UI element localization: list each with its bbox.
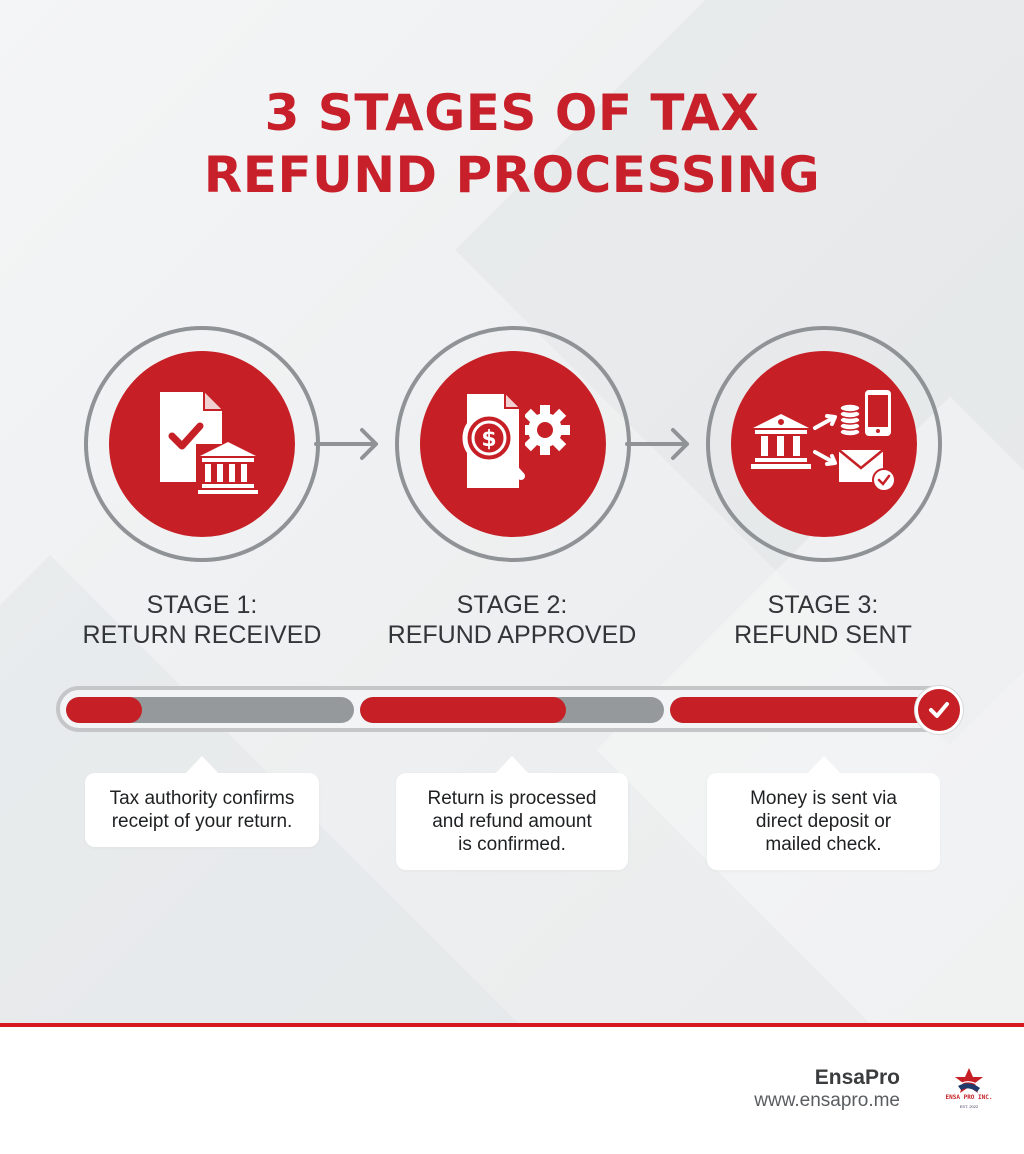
- description-line: direct deposit or: [755, 811, 892, 832]
- infographic-background: 3 STAGES OF TAX REFUND PROCESSING: [0, 0, 1024, 1024]
- arrow-right-icon: [314, 428, 378, 460]
- title-line-1: 3 STAGES OF TAX: [264, 84, 760, 142]
- brand-name: EnsaPro: [814, 1066, 900, 1089]
- stage-3-circle: [706, 326, 942, 562]
- stage-3-label: STAGE 3: REFUND SENT: [673, 590, 973, 650]
- stage-1-circle: [84, 326, 320, 562]
- stage-2-circle: $: [395, 326, 631, 562]
- stage-3-icon-disc: [731, 351, 917, 537]
- stage-1-heading: STAGE 1:: [146, 591, 258, 619]
- document-dollar-magnifier-gear-icon: $: [462, 394, 570, 488]
- stage-1-progress-fill: [66, 697, 142, 723]
- company-logo: ENSA PRO INC. EST. 2022: [944, 1066, 994, 1116]
- description-line: Tax authority confirms: [109, 788, 295, 809]
- stage-2-name: REFUND APPROVED: [387, 621, 637, 649]
- description-line: and refund amount: [432, 811, 592, 832]
- logo-subtext: EST. 2022: [959, 1104, 979, 1109]
- stage-1-description-card: Tax authority confirms receipt of your r…: [85, 756, 319, 847]
- stage-2-progress-fill: [360, 697, 566, 723]
- progress-track: [56, 686, 956, 732]
- svg-text:$: $: [481, 427, 496, 452]
- title-line-2: REFUND PROCESSING: [203, 146, 821, 204]
- arrow-right-icon: [625, 428, 689, 460]
- stage-1-icon-disc: [109, 351, 295, 537]
- stage-2-description-card: Return is processed and refund amount is…: [396, 756, 628, 870]
- star-logo-icon: [955, 1068, 983, 1093]
- stage-1-name: RETURN RECEIVED: [82, 621, 322, 649]
- description-line: mailed check.: [765, 834, 882, 855]
- stage-2-progress-segment: [360, 697, 664, 723]
- stage-1-label: STAGE 1: RETURN RECEIVED: [52, 590, 352, 650]
- completion-badge: [915, 686, 963, 734]
- stage-3-description-card: Money is sent via direct deposit or mail…: [707, 756, 940, 870]
- stage-2-label: STAGE 2: REFUND APPROVED: [362, 590, 662, 650]
- description-line: receipt of your return.: [111, 811, 293, 832]
- logo-text: ENSA PRO INC.: [945, 1094, 993, 1101]
- page-title: 3 STAGES OF TAX REFUND PROCESSING: [0, 82, 1024, 206]
- description-line: Return is processed: [427, 788, 597, 809]
- stage-2-heading: STAGE 2:: [456, 591, 568, 619]
- bank-to-coins-phone-and-mail-icon: [751, 390, 896, 492]
- stage-3-progress-fill: [670, 697, 950, 723]
- stage-2-icon-disc: $: [420, 351, 606, 537]
- footer-divider: [0, 1023, 1024, 1027]
- description-line: Money is sent via: [750, 788, 897, 809]
- description-line: is confirmed.: [458, 834, 566, 855]
- checkmark-icon: [929, 702, 949, 718]
- document-check-bank-icon: [160, 392, 260, 496]
- stage-1-progress-segment: [66, 697, 354, 723]
- stage-3-heading: STAGE 3:: [767, 591, 879, 619]
- stage-3-name: REFUND SENT: [734, 621, 912, 649]
- brand-website-link[interactable]: www.ensapro.me: [754, 1090, 900, 1111]
- stage-3-progress-segment: [670, 697, 950, 723]
